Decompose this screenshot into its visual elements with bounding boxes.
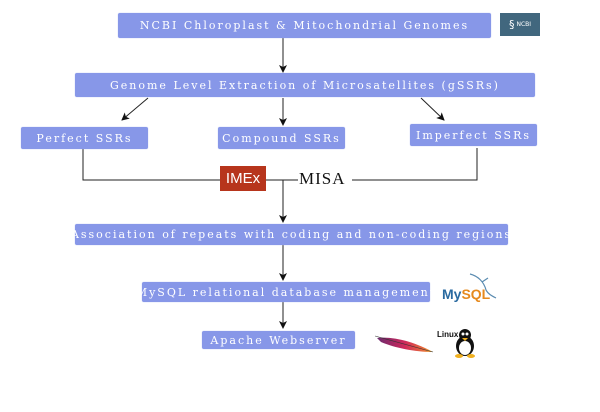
node-imperfect-ssrs-label: Imperfect SSRs [415,128,532,142]
ncbi-logo-text: NCBI [516,21,532,28]
apache-feather-icon [375,335,434,353]
linux-tux-icon [455,329,475,358]
line-perfect-to-imex [82,148,222,181]
node-apache-label: Apache Webserver [210,333,347,347]
node-perfect-ssrs-label: Perfect SSRs [36,131,133,145]
node-ncbi-genomes-label: NCBI Chloroplast & Mitochondrial Genomes [139,19,470,32]
node-extraction-label: Genome Level Extraction of Microsatellit… [110,78,500,92]
ncbi-logo: § NCBI [500,13,540,36]
mysql-logo: MySQL [440,272,502,304]
linux-logo-text: Linux [437,330,459,339]
ncbi-helix-icon: § [508,18,515,31]
node-mysql: MySQL relational database management [136,282,434,302]
misa-label: MISA [298,169,347,189]
node-association: Association of repeats with coding and n… [71,224,510,245]
imex-logo: IMEx [220,166,266,191]
node-mysql-label: MySQL relational database management [135,285,437,299]
mysql-dolphin-icon [469,273,497,299]
imex-logo-text: IMEx [225,170,261,187]
mysql-my-text: My [442,286,462,302]
node-ncbi-genomes: NCBI Chloroplast & Mitochondrial Genomes [118,13,491,38]
arrow-extraction-to-imperfect [420,97,445,121]
line-imperfect-to-misa [352,148,478,181]
mysql-logo-text: MySQL [442,286,490,302]
node-extraction: Genome Level Extraction of Microsatellit… [75,73,535,97]
node-perfect-ssrs: Perfect SSRs [21,127,148,149]
node-association-label: Association of repeats with coding and n… [70,228,513,241]
node-imperfect-ssrs: Imperfect SSRs [410,124,537,146]
node-apache: Apache Webserver [202,331,355,349]
mysql-sql-text: SQL [461,286,491,302]
node-compound-ssrs-label: Compound SSRs [222,131,341,145]
node-compound-ssrs: Compound SSRs [218,127,345,149]
arrow-extraction-to-perfect [121,97,149,121]
